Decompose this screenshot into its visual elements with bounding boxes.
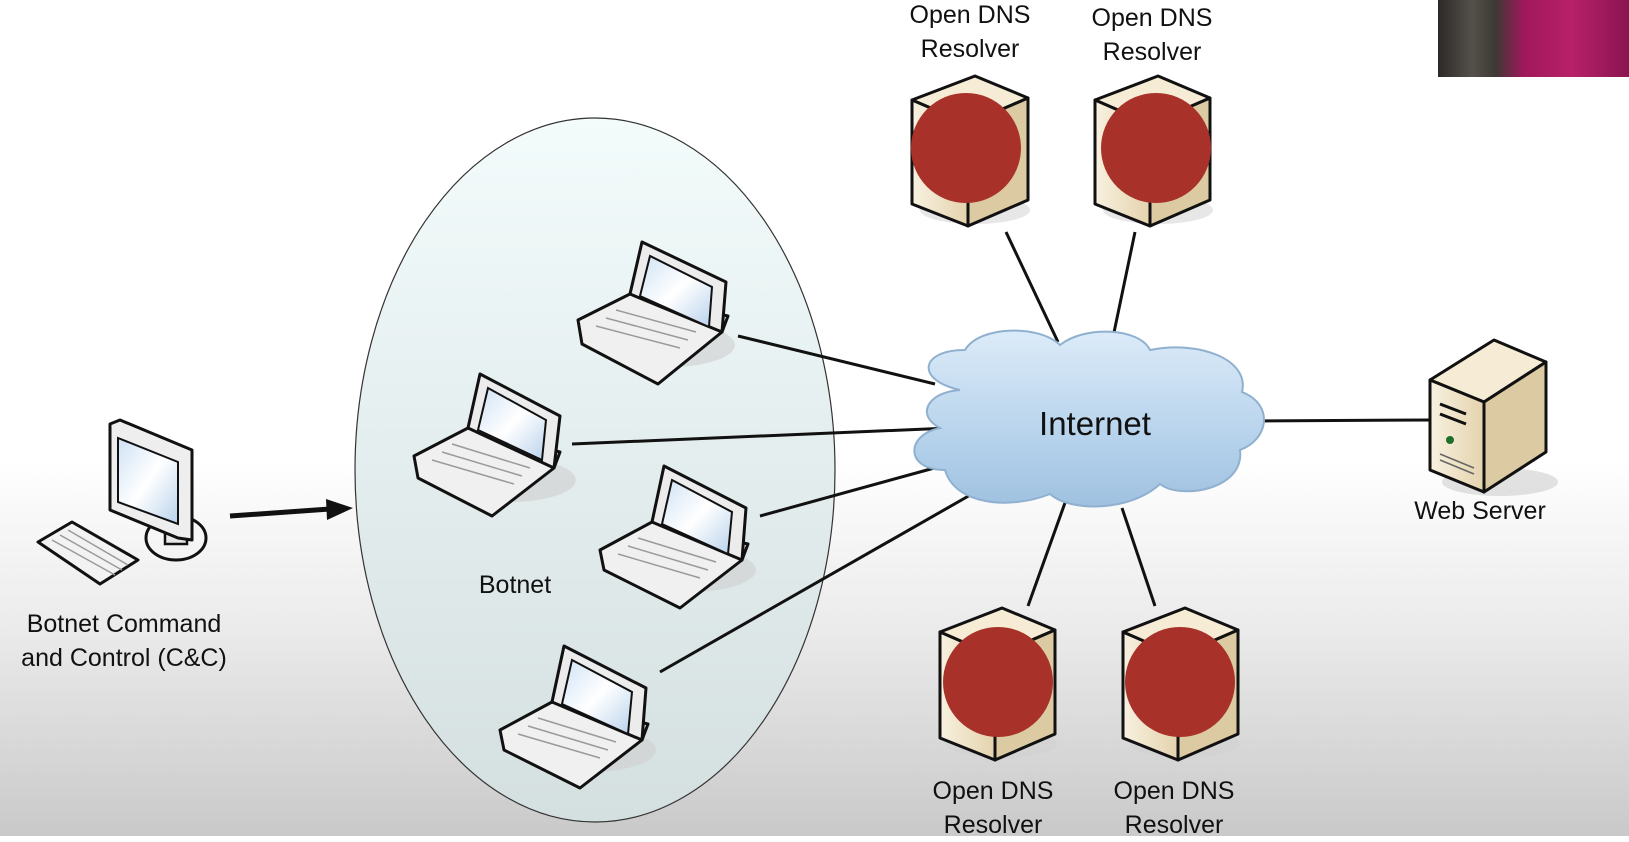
resolver-label: Open DNS Resolver [1091, 4, 1213, 66]
link-laptop3-internet [759, 465, 939, 518]
resolver-label: Open DNS Resolver [1113, 777, 1235, 839]
laptop-icon [498, 644, 656, 790]
resolver-label: Open DNS Resolver [932, 777, 1054, 839]
link-resolver2-internet [1110, 231, 1137, 343]
connection-lines [571, 231, 1431, 674]
dns-resolver-server-icon [1121, 606, 1240, 762]
botnet-label: Botnet [478, 571, 552, 599]
dns-resolver-server-icon [938, 606, 1057, 762]
laptop-icon [412, 372, 576, 518]
link-resolver3-internet [1026, 499, 1068, 607]
cnc-label: Botnet Command and Control (C&C) [21, 610, 227, 672]
dns-resolver-server-icon [910, 74, 1030, 228]
link-resolver1-internet [1004, 231, 1060, 343]
desktop-computer-icon [36, 418, 208, 586]
link-laptop4-internet [659, 492, 973, 674]
link-resolver4-internet [1120, 507, 1157, 607]
cloud-icon [913, 329, 1265, 508]
resolver-label: Open DNS Resolver [909, 1, 1031, 63]
dns-resolver-server-icon [1093, 74, 1213, 228]
link-laptop2-internet [571, 426, 951, 446]
internet-label: Internet [1039, 405, 1151, 442]
link-internet-webserver [1249, 418, 1431, 423]
link-laptop1-internet [737, 334, 936, 386]
presenter-webcam-thumbnail [1438, 0, 1629, 77]
laptop-icon [576, 240, 735, 386]
cnc-to-botnet-arrow [229, 499, 353, 520]
laptop-icon [598, 464, 756, 610]
web-server-label: Web Server [1414, 497, 1546, 525]
server-icon [1428, 338, 1558, 496]
